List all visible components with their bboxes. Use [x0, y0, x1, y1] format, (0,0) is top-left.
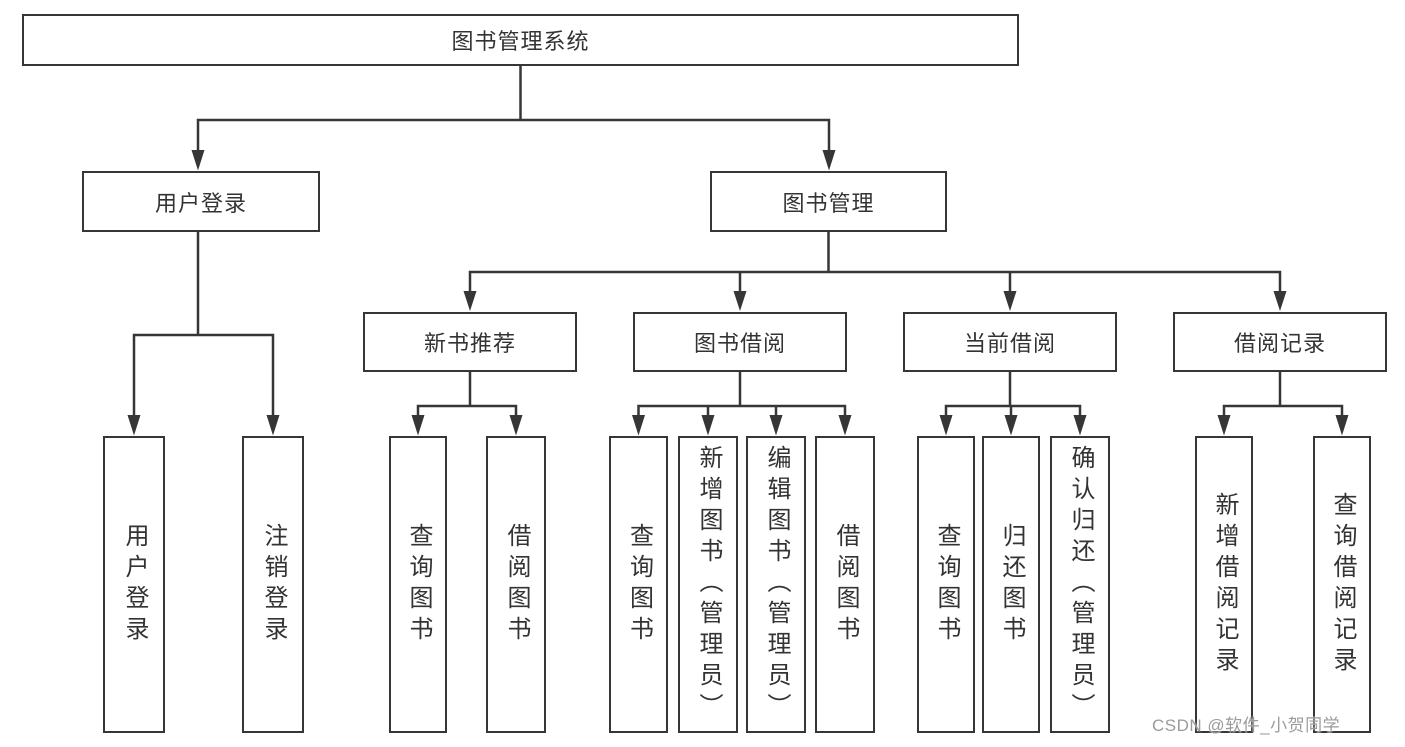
node-current-borrow-label: 当前借阅	[963, 331, 1056, 356]
leaf-add-borrow-record-label: 新增借阅记录	[1211, 491, 1238, 678]
leaf-add-borrow-record: 新增借阅记录	[1195, 436, 1253, 733]
leaf-return-books-label: 归还图书	[998, 522, 1025, 647]
leaf-borrow-books-label: 借阅图书	[832, 522, 859, 647]
leaf-query-books-current: 查询图书	[917, 436, 975, 733]
node-book-borrow: 图书借阅	[633, 312, 847, 372]
csdn-watermark: CSDN @软件_小贺同学	[1152, 716, 1341, 735]
leaf-query-books-recommend-label: 查询图书	[405, 522, 432, 647]
leaf-logout: 注销登录	[242, 436, 304, 733]
leaf-query-books-borrow: 查询图书	[609, 436, 668, 733]
node-root-system: 图书管理系统	[22, 14, 1019, 66]
leaf-query-borrow-record-label: 查询借阅记录	[1329, 491, 1356, 678]
leaf-query-books-borrow-label: 查询图书	[625, 522, 653, 647]
leaf-confirm-return-admin: 确认归还（管理员）	[1050, 436, 1110, 733]
node-borrow-records: 借阅记录	[1173, 312, 1387, 372]
leaf-query-books-recommend: 查询图书	[389, 436, 447, 733]
node-user-login-label: 用户登录	[154, 190, 247, 216]
leaf-borrow-books-recommend: 借阅图书	[486, 436, 546, 733]
leaf-logout-label: 注销登录	[260, 522, 287, 647]
node-new-book-recommend-label: 新书推荐	[423, 331, 516, 356]
node-book-management-label: 图书管理	[782, 190, 875, 216]
node-book-borrow-label: 图书借阅	[693, 331, 786, 356]
leaf-user-login-label: 用户登录	[121, 522, 148, 647]
leaf-edit-book-admin: 编辑图书（管理员）	[746, 436, 806, 733]
leaf-confirm-return-admin-label: 确认归还（管理员）	[1067, 445, 1094, 724]
leaf-edit-book-admin-label: 编辑图书（管理员）	[763, 445, 790, 724]
leaf-user-login: 用户登录	[103, 436, 165, 733]
leaf-borrow-books-recommend-label: 借阅图书	[503, 522, 530, 647]
node-borrow-records-label: 借阅记录	[1233, 331, 1326, 356]
node-new-book-recommend: 新书推荐	[363, 312, 577, 372]
leaf-borrow-books: 借阅图书	[815, 436, 875, 733]
leaf-return-books: 归还图书	[982, 436, 1040, 733]
leaf-query-books-current-label: 查询图书	[933, 522, 960, 647]
leaf-add-book-admin-label: 新增图书（管理员）	[695, 445, 722, 724]
leaf-query-borrow-record: 查询借阅记录	[1313, 436, 1371, 733]
node-root-label: 图书管理系统	[451, 29, 590, 54]
node-current-borrow: 当前借阅	[903, 312, 1117, 372]
leaf-add-book-admin: 新增图书（管理员）	[678, 436, 738, 733]
node-user-login: 用户登录	[82, 171, 320, 232]
node-book-management: 图书管理	[710, 171, 947, 232]
